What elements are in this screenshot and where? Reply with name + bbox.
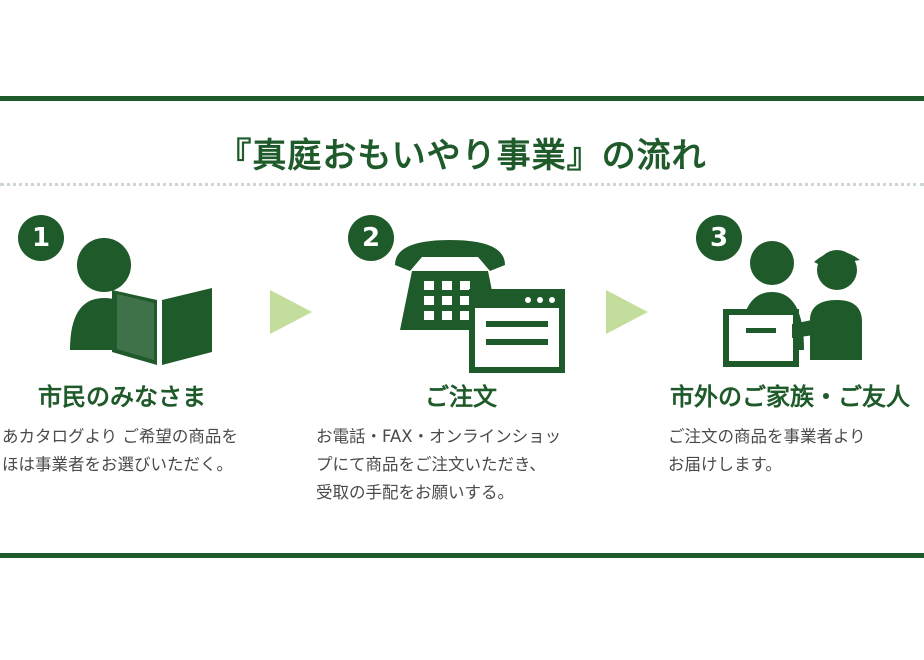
step-2: 2 ご注文 お電話・FAX・オンラインショッ プにて商品をご注文いただき、 受取… — [316, 205, 630, 525]
step-description-line: あカタログより ご希望の商品を — [2, 427, 238, 446]
arrow-right-icon — [270, 290, 312, 334]
step-title: ご注文 — [425, 383, 497, 411]
step-description: あカタログより ご希望の商品を ほは事業者をお選びいただく。 — [2, 423, 238, 479]
step-3: 3 市外のご家族・ご友人 ご注文の商品を事業者より お届けします。 — [664, 205, 924, 525]
step-description: ご注文の商品を事業者より お届けします。 — [668, 423, 866, 479]
step-description-line: お電話・FAX・オンラインショッ — [316, 427, 562, 446]
phone-and-web-order-icon — [395, 240, 565, 373]
step-number-badge: 3 — [696, 215, 742, 261]
step-description-line: お届けします。 — [668, 455, 782, 474]
person-reading-catalog-icon — [70, 238, 212, 365]
arrow-right-icon — [606, 290, 648, 334]
step-number-badge: 1 — [18, 215, 64, 261]
step-number-badge: 2 — [348, 215, 394, 261]
step-description-line: 受取の手配をお願いする。 — [316, 483, 514, 502]
page-title: 『真庭おもいやり事業』の流れ — [217, 136, 707, 176]
step-1: 1 市民のみなさま あカタログより ご希望の商品を ほは事業者をお選びいただく。 — [0, 205, 300, 525]
dotted-divider — [0, 183, 924, 186]
flow-frame — [0, 96, 924, 558]
step-description: お電話・FAX・オンラインショッ プにて商品をご注文いただき、 受取の手配をお願… — [316, 423, 561, 507]
step-description-line: プにて商品をご注文いただき、 — [316, 455, 546, 474]
delivery-handover-icon — [723, 241, 862, 367]
step-description-line: ご注文の商品を事業者より — [668, 427, 866, 446]
step-description-line: ほは事業者をお選びいただく。 — [2, 455, 233, 474]
step-title: 市外のご家族・ご友人 — [670, 383, 910, 411]
step-title: 市民のみなさま — [38, 383, 206, 411]
